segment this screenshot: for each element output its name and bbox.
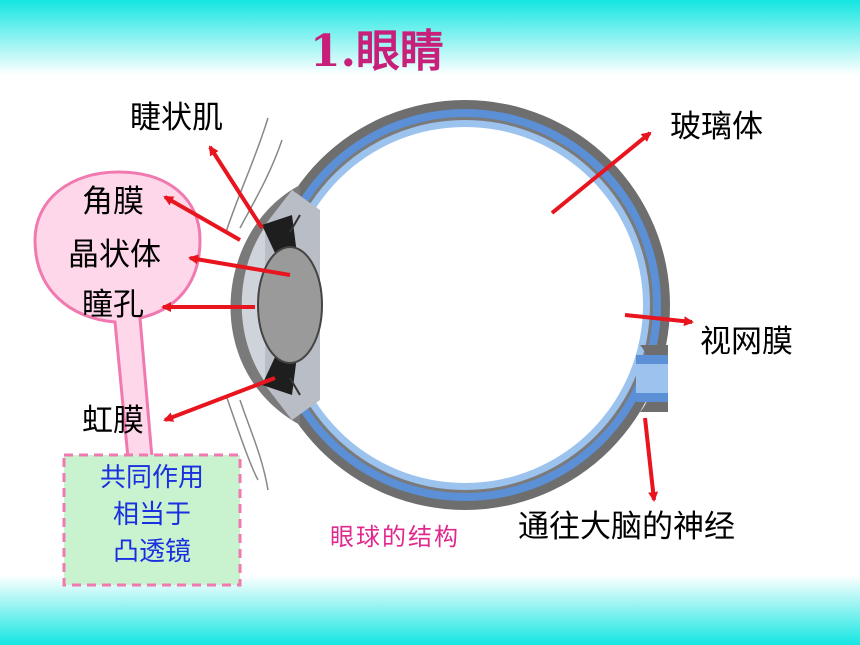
arrow-cornea [163,195,241,242]
label-optic-nerve: 通往大脑的神经 [518,509,735,545]
arrow-ciliary [208,145,264,230]
bubble-box [62,453,242,587]
bubble-line-3: 凸透镜 [112,537,191,567]
arrow-vitreous [550,131,652,215]
vitreous-body [287,127,643,483]
bubble-line-2: 相当于 [112,500,191,530]
arrow-lens [188,254,291,277]
arrow-optic-nerve [643,417,659,502]
label-cornea: 角膜 [82,184,144,220]
page-title: 1.眼睛 [310,26,444,77]
label-iris: 虹膜 [82,403,144,439]
eyeball [225,100,670,510]
diagram-caption: 眼球的结构 [330,523,460,551]
label-retina: 视网膜 [700,324,793,360]
arrow-retina [624,313,694,327]
lens-shape [257,246,323,364]
bubble-text: 共同作用 相当于 凸透镜 [64,460,240,571]
cornea-lens-bubble [33,170,242,587]
arrow-iris [163,376,276,422]
bubble-line-1: 共同作用 [99,463,204,493]
label-vitreous: 玻璃体 [670,109,763,145]
label-ciliary-muscle: 睫状肌 [130,100,223,136]
label-lens: 晶状体 [68,237,161,273]
pointer-arrows [161,131,694,502]
label-pupil: 瞳孔 [82,287,144,323]
